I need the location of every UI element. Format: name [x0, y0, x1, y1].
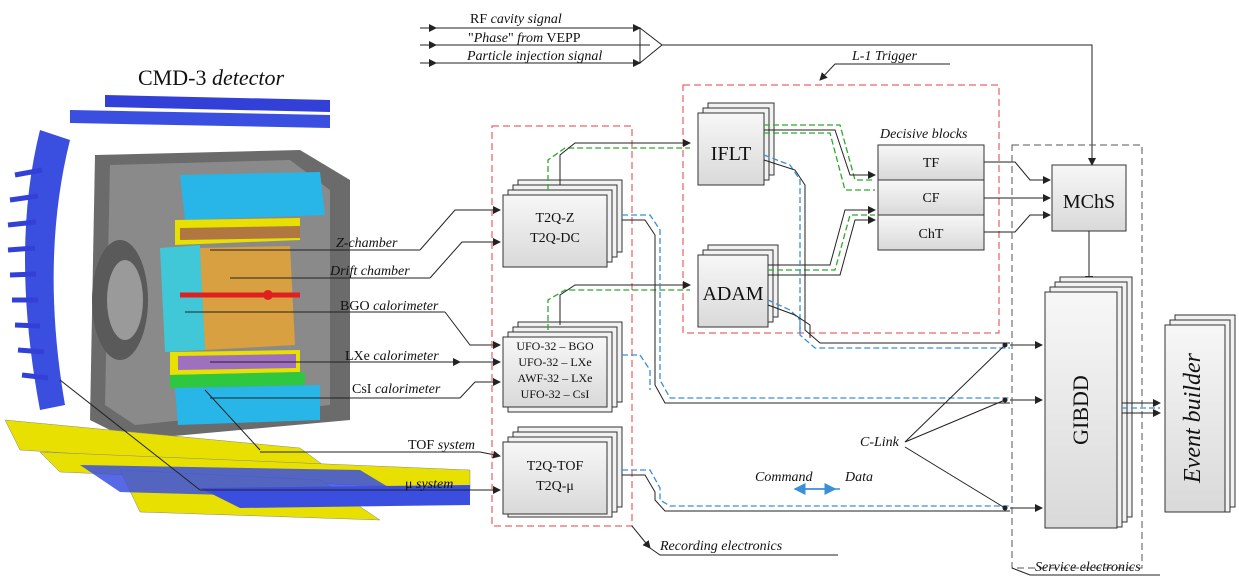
mu-label: μ system — [405, 477, 453, 492]
detector-labels: Z-chamber Drift chamber BGO calorimeter … — [59, 206, 501, 494]
ufo-module-stack[interactable]: UFO-32 – BGO UFO-32 – LXe AWF-32 – LXe U… — [502, 321, 623, 413]
injection-signal-label: Particle injection signal — [466, 49, 602, 64]
phase-signal-label: "Phase" from VEPP — [468, 31, 581, 46]
ufo-bgo-label: UFO-32 – BGO — [516, 339, 594, 353]
t2qmu-label: T2Q-μ — [536, 479, 574, 494]
bgo-label: BGO calorimeter — [340, 299, 439, 314]
iflt-module[interactable]: IFLT — [697, 102, 775, 186]
service-electronics-label: Service electronics — [1035, 560, 1141, 575]
t2qz-label: T2Q-Z — [536, 211, 575, 226]
decisive-blocks-label: Decisive blocks — [879, 127, 968, 142]
data-label: Data — [844, 470, 873, 485]
event-builder-stack[interactable]: Event builder — [1164, 314, 1236, 513]
data-blue-links — [622, 154, 1043, 512]
gibdd-to-builder-links — [1122, 399, 1161, 417]
trigger-frame — [682, 84, 1000, 334]
trigger-green-links — [547, 124, 876, 330]
t2qdc-label: T2Q-DC — [530, 231, 580, 246]
ufo-csi-label: UFO-32 – CsI — [521, 387, 590, 401]
tf-label: TF — [923, 156, 940, 171]
awf-lxe-label: AWF-32 – LXe — [517, 371, 592, 385]
mchs-label: MChS — [1063, 191, 1115, 213]
clink-label: C-Link — [860, 435, 900, 450]
cht-label: ChT — [919, 227, 944, 242]
t2qtof-label: T2Q-TOF — [527, 459, 584, 474]
decisive-blocks[interactable]: TF CF ChT — [877, 144, 985, 251]
drift-chamber-label: Drift chamber — [329, 264, 410, 279]
lxe-label: LXe calorimeter — [345, 349, 439, 364]
mchs-module[interactable]: MChS — [1051, 164, 1127, 232]
adam-module[interactable]: ADAM — [697, 244, 779, 328]
iflt-label: IFLT — [711, 143, 751, 165]
ufo-lxe-label: UFO-32 – LXe — [518, 355, 591, 369]
clink-legend: C-Link Command Data — [755, 344, 1006, 509]
gibdd-module-stack[interactable]: GIBDD — [1044, 276, 1133, 529]
rf-signal-label: RF cavity signal — [470, 12, 562, 27]
detector-title: CMD-3 detector — [138, 65, 284, 90]
service-frame — [1011, 144, 1143, 569]
recording-electronics-label: Recording electronics — [659, 539, 783, 554]
decisive-to-mchs-links — [984, 161, 1051, 233]
event-builder-label: Event builder — [1180, 352, 1206, 484]
zchamber-label: Z-chamber — [336, 236, 398, 251]
t2qtof-module-stack[interactable]: T2Q-TOF T2Q-μ — [502, 426, 623, 518]
tof-label: TOF system — [408, 438, 475, 453]
cf-label: CF — [922, 191, 939, 206]
adam-label: ADAM — [702, 283, 763, 305]
gibdd-label: GIBDD — [1068, 375, 1093, 445]
recording-frame — [491, 125, 633, 527]
trigger-label: L-1 Trigger — [851, 49, 918, 64]
input-signals: RF cavity signal "Phase" from VEPP Parti… — [420, 12, 1096, 166]
t2qz-module-stack[interactable]: T2Q-Z T2Q-DC — [502, 179, 623, 268]
csi-label: CsI calorimeter — [352, 382, 441, 397]
detector-illustration — [4, 95, 471, 521]
command-label: Command — [755, 470, 814, 485]
